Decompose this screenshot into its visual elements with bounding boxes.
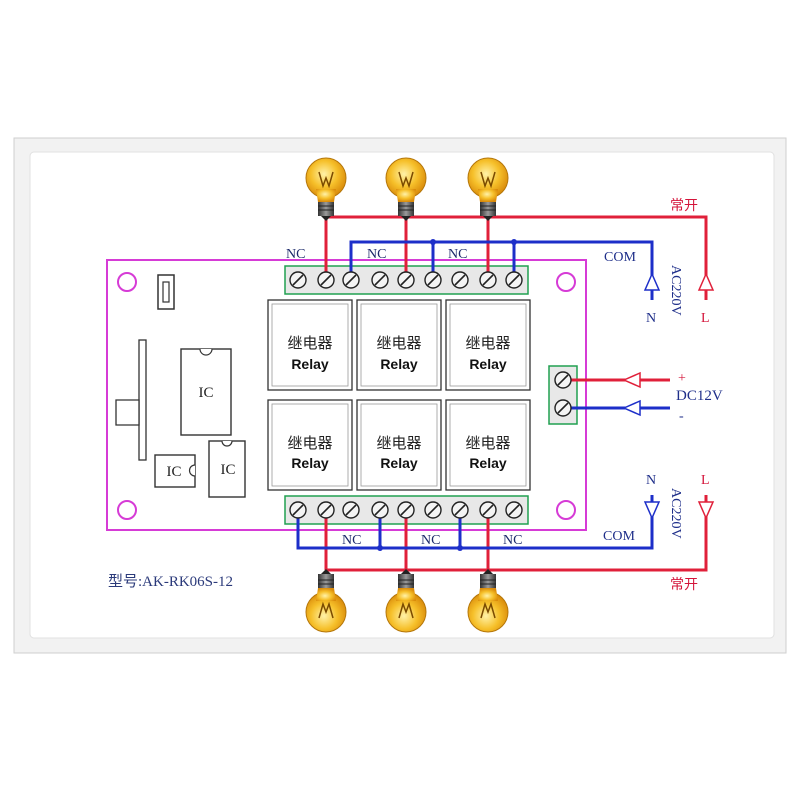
com-label: COM bbox=[604, 250, 636, 265]
dc-power-wires bbox=[563, 378, 670, 410]
relay-label-en: Relay bbox=[380, 455, 418, 471]
mount-hole bbox=[117, 500, 137, 520]
live-label: L bbox=[701, 473, 710, 488]
ac-voltage-label: AC220V bbox=[668, 265, 683, 316]
neutral-label: N bbox=[646, 473, 656, 488]
ic-chip-main bbox=[180, 348, 232, 436]
mount-hole bbox=[117, 272, 137, 292]
normally-open-label: 常开 bbox=[670, 198, 698, 214]
nc-label: NC bbox=[342, 533, 361, 548]
relay-label-cn: 继电器 bbox=[376, 334, 421, 352]
relay-4 bbox=[267, 399, 353, 491]
normally-open-label: 常开 bbox=[670, 577, 698, 593]
relay-label-en: Relay bbox=[380, 356, 418, 372]
ic-chip-small-right bbox=[208, 440, 246, 498]
model-label: 型号:AK-RK06S-12 bbox=[108, 573, 233, 590]
relay-6 bbox=[445, 399, 531, 491]
arrow-up-icon bbox=[697, 272, 715, 291]
relay-2 bbox=[356, 299, 442, 391]
arrow-down-icon bbox=[643, 501, 661, 520]
terminal-screws-top bbox=[289, 271, 523, 289]
relay-5 bbox=[356, 399, 442, 491]
nc-label: NC bbox=[421, 533, 440, 548]
neutral-label: N bbox=[646, 311, 656, 326]
relay-label-cn: 继电器 bbox=[287, 334, 332, 352]
relay-label-cn: 继电器 bbox=[465, 434, 510, 452]
ac-voltage-label: AC220V bbox=[668, 488, 683, 539]
dc-plus-label: + bbox=[678, 371, 686, 386]
mount-hole bbox=[556, 272, 576, 292]
dc-voltage-label: DC12V bbox=[676, 388, 723, 404]
nc-label: NC bbox=[448, 247, 467, 262]
relay-label-cn: 继电器 bbox=[287, 434, 332, 452]
nc-label: NC bbox=[503, 533, 522, 548]
fuse-icon bbox=[157, 274, 175, 310]
ic-label: IC bbox=[199, 385, 214, 401]
ic-label: IC bbox=[167, 464, 182, 480]
inner-frame bbox=[29, 151, 775, 639]
com-label: COM bbox=[603, 529, 635, 544]
mount-hole bbox=[556, 500, 576, 520]
dc-minus-label: - bbox=[679, 409, 684, 424]
arrow-left-icon bbox=[622, 371, 641, 389]
ic-label: IC bbox=[221, 462, 236, 478]
live-label: L bbox=[701, 311, 710, 326]
nc-label: NC bbox=[367, 247, 386, 262]
antenna-icon bbox=[138, 339, 147, 461]
arrow-down-icon bbox=[697, 501, 715, 520]
relay-3 bbox=[445, 299, 531, 391]
relay-label-cn: 继电器 bbox=[465, 334, 510, 352]
ic-chip-small-left bbox=[154, 454, 196, 488]
live-wire-bottom bbox=[324, 495, 708, 572]
relay-label-cn: 继电器 bbox=[376, 434, 421, 452]
relay-label-en: Relay bbox=[469, 356, 507, 372]
relay-label-en: Relay bbox=[469, 455, 507, 471]
arrow-left-icon bbox=[622, 399, 641, 417]
relay-label-en: Relay bbox=[291, 455, 329, 471]
relay-board bbox=[106, 259, 587, 531]
terminal-screws-bottom bbox=[289, 501, 523, 519]
arrow-up-icon bbox=[643, 272, 661, 291]
nc-label: NC bbox=[286, 247, 305, 262]
relay-label-en: Relay bbox=[291, 356, 329, 372]
relay-1 bbox=[267, 299, 353, 391]
